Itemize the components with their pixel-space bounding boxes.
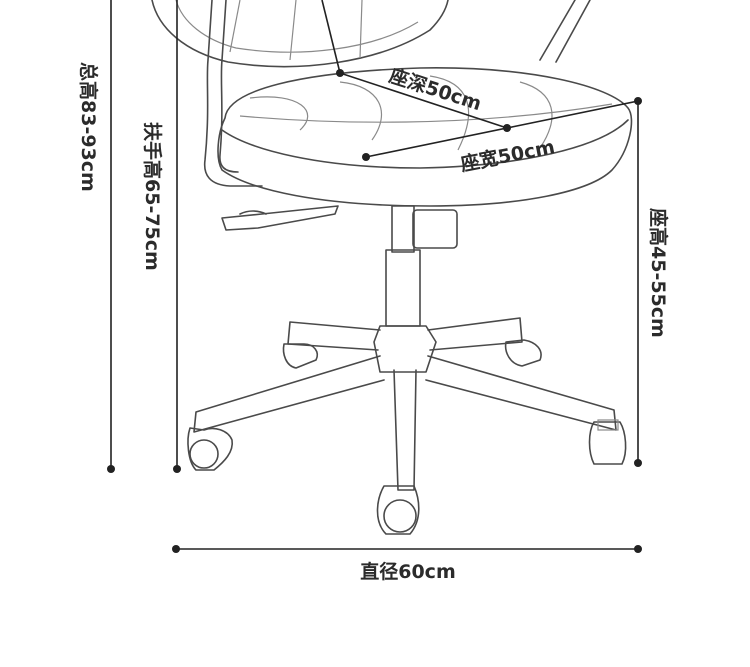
caster-right (588, 419, 627, 465)
seat-height-label: 座高45-55cm (647, 208, 670, 338)
caster-left (187, 427, 234, 471)
total-height-label: 总高83-93cm (77, 62, 100, 192)
back-support (539, 0, 591, 63)
backrest (151, 0, 449, 68)
gas-lift (373, 205, 458, 373)
caster-front (376, 485, 420, 535)
seat-width-label: 座宽50cm (459, 135, 557, 176)
office-chair-illustration (151, 0, 633, 535)
seat-cushion (217, 67, 633, 207)
caster-back-right (504, 339, 542, 367)
caster-back-left (282, 343, 319, 369)
dimension-lines (107, 0, 642, 553)
armrest-height-label: 扶手高65-75cm (141, 122, 164, 271)
diameter-label: 直径60cm (360, 560, 456, 583)
armrest (203, 0, 339, 231)
dimension-labels: 总高83-93cm 扶手高65-75cm 座高45-55cm 座深50cm 座宽… (77, 62, 670, 583)
seat-depth-label: 座深50cm (386, 64, 484, 115)
star-base (193, 317, 617, 491)
casters (187, 339, 627, 535)
